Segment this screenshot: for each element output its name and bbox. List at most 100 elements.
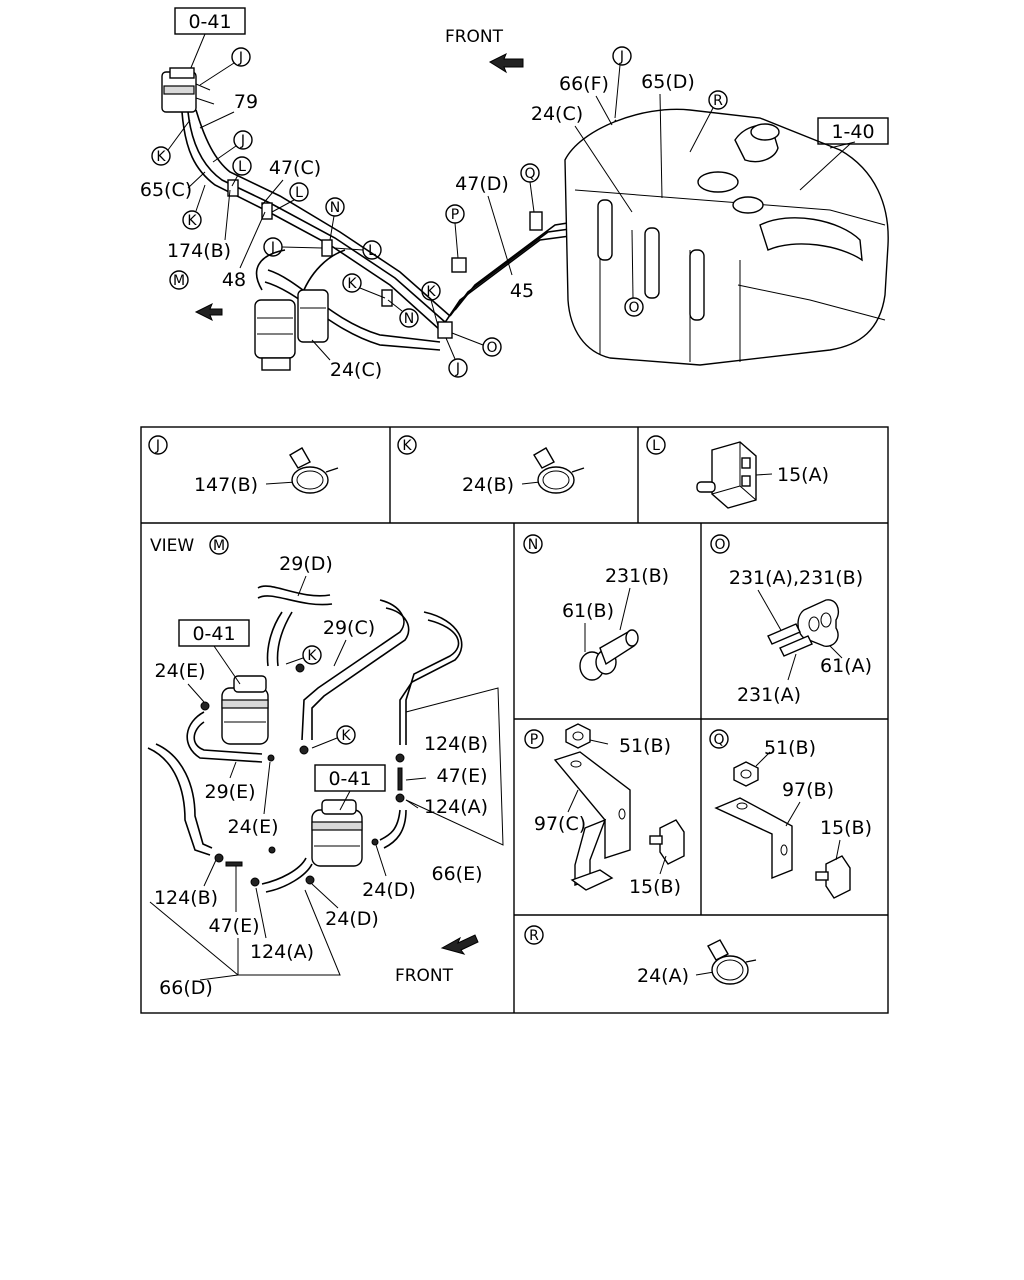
svg-text:45: 45 bbox=[510, 280, 534, 302]
svg-text:97(C): 97(C) bbox=[534, 813, 586, 835]
svg-text:R: R bbox=[529, 928, 539, 944]
callout-24c-top: 24(C) bbox=[531, 103, 633, 213]
callout-r1: R bbox=[689, 90, 728, 153]
svg-text:24(A): 24(A) bbox=[637, 965, 689, 987]
callout-j1: J bbox=[199, 47, 251, 86]
view-ref1-label: 0-41 bbox=[192, 623, 235, 645]
svg-text:24(D): 24(D) bbox=[325, 908, 379, 930]
svg-text:L: L bbox=[652, 438, 660, 454]
svg-text:L: L bbox=[295, 185, 303, 201]
fuel-filters-lower bbox=[194, 289, 329, 371]
callout-n1: N bbox=[325, 197, 345, 241]
view-ref2-label: 0-41 bbox=[328, 768, 371, 790]
panel-o: O 231(A),231(B) 61(A) 231(A) bbox=[710, 534, 872, 706]
svg-text:47(D): 47(D) bbox=[455, 173, 509, 195]
panel-j-part: 147(B) bbox=[194, 474, 258, 496]
callout-n2: N bbox=[387, 299, 419, 328]
svg-text:24(C): 24(C) bbox=[330, 359, 382, 381]
front-arrow-icon bbox=[488, 52, 524, 74]
svg-text:97(B): 97(B) bbox=[782, 779, 834, 801]
callout-p1: P bbox=[445, 204, 465, 259]
svg-text:24(E): 24(E) bbox=[227, 816, 278, 838]
front-label-view: FRONT bbox=[395, 966, 454, 986]
filter-lower bbox=[311, 799, 363, 867]
ref-box-tank: 1-40 bbox=[799, 117, 889, 191]
svg-text:K: K bbox=[347, 276, 357, 292]
svg-text:51(B): 51(B) bbox=[764, 737, 816, 759]
panel-l: L 15(A) bbox=[646, 435, 829, 509]
svg-text:M: M bbox=[213, 538, 225, 554]
svg-text:231(A): 231(A) bbox=[737, 684, 801, 706]
ref-box-filter: 0-41 bbox=[174, 7, 246, 71]
svg-text:N: N bbox=[528, 537, 538, 553]
panel-view-m: VIEW M bbox=[147, 535, 504, 999]
svg-text:29(E): 29(E) bbox=[204, 781, 255, 803]
callout-k4: K bbox=[421, 281, 441, 327]
callout-o1: O bbox=[451, 332, 502, 357]
callout-24c-bottom: 24(C) bbox=[311, 339, 382, 381]
ref-tank-label: 1-40 bbox=[831, 121, 874, 143]
clip-icon bbox=[649, 819, 685, 865]
svg-text:K: K bbox=[156, 149, 166, 165]
svg-text:24(E): 24(E) bbox=[154, 660, 205, 682]
svg-text:231(A),231(B): 231(A),231(B) bbox=[729, 567, 863, 589]
panel-k: K 24(B) bbox=[397, 435, 585, 496]
front-label-top: FRONT bbox=[445, 27, 504, 47]
ref-filter-label: 0-41 bbox=[188, 11, 231, 33]
svg-text:O: O bbox=[486, 340, 497, 356]
svg-text:L: L bbox=[238, 159, 246, 175]
front-indicator-top: FRONT bbox=[445, 27, 524, 74]
callout-65c: 65(C) bbox=[140, 171, 206, 201]
svg-text:O: O bbox=[714, 537, 725, 553]
hose-clamp-icon bbox=[289, 447, 339, 494]
callout-k2: K bbox=[182, 184, 206, 230]
fuel-tank bbox=[564, 108, 889, 366]
callout-l2: L bbox=[271, 182, 309, 213]
callout-45: 45 bbox=[510, 280, 534, 302]
svg-text:N: N bbox=[404, 311, 414, 327]
svg-text:J: J bbox=[455, 361, 460, 377]
svg-text:N: N bbox=[330, 200, 340, 216]
svg-text:J: J bbox=[240, 133, 245, 149]
svg-text:29(D): 29(D) bbox=[279, 553, 333, 575]
svg-text:47(C): 47(C) bbox=[269, 157, 321, 179]
callout-o2: O bbox=[624, 229, 644, 317]
detail-panels-grid bbox=[140, 426, 889, 1014]
pipe-sleeve-icon bbox=[599, 629, 639, 666]
svg-text:47(E): 47(E) bbox=[436, 765, 487, 787]
svg-text:K: K bbox=[187, 213, 197, 229]
svg-text:J: J bbox=[619, 49, 624, 65]
svg-text:K: K bbox=[307, 648, 317, 664]
svg-text:65(C): 65(C) bbox=[140, 179, 192, 201]
svg-text:124(B): 124(B) bbox=[424, 733, 488, 755]
callout-k1: K bbox=[151, 119, 191, 166]
callout-l1: L bbox=[231, 156, 252, 187]
panel-p: P 51(B) 97(C) 15(B) bbox=[524, 723, 685, 898]
filter-upper bbox=[221, 675, 269, 745]
front-arrow-small-icon bbox=[194, 302, 223, 322]
grommet-double-icon bbox=[797, 599, 840, 647]
svg-text:M: M bbox=[173, 273, 185, 289]
bracket-q-icon bbox=[714, 797, 793, 880]
svg-text:15(B): 15(B) bbox=[629, 876, 681, 898]
svg-text:29(C): 29(C) bbox=[323, 617, 375, 639]
svg-text:48: 48 bbox=[222, 269, 246, 291]
svg-text:J: J bbox=[155, 438, 160, 454]
svg-text:K: K bbox=[402, 438, 412, 454]
svg-text:124(A): 124(A) bbox=[250, 941, 314, 963]
svg-text:174(B): 174(B) bbox=[167, 240, 231, 262]
sleeve-pair-icon bbox=[767, 623, 813, 657]
svg-text:24(C): 24(C) bbox=[531, 103, 583, 125]
bracket-p-icon bbox=[553, 751, 631, 891]
clip-block-icon bbox=[696, 441, 757, 509]
svg-text:124(B): 124(B) bbox=[154, 887, 218, 909]
callout-65d: 65(D) bbox=[641, 71, 695, 199]
callout-q1: Q bbox=[520, 163, 540, 213]
svg-text:66(E): 66(E) bbox=[431, 863, 482, 885]
svg-text:47(E): 47(E) bbox=[208, 915, 259, 937]
callout-79: 79 bbox=[199, 91, 258, 129]
fuel-line-assembly: 0-41 FRONT bbox=[140, 7, 889, 381]
svg-text:231(B): 231(B) bbox=[605, 565, 669, 587]
svg-text:P: P bbox=[451, 207, 459, 223]
